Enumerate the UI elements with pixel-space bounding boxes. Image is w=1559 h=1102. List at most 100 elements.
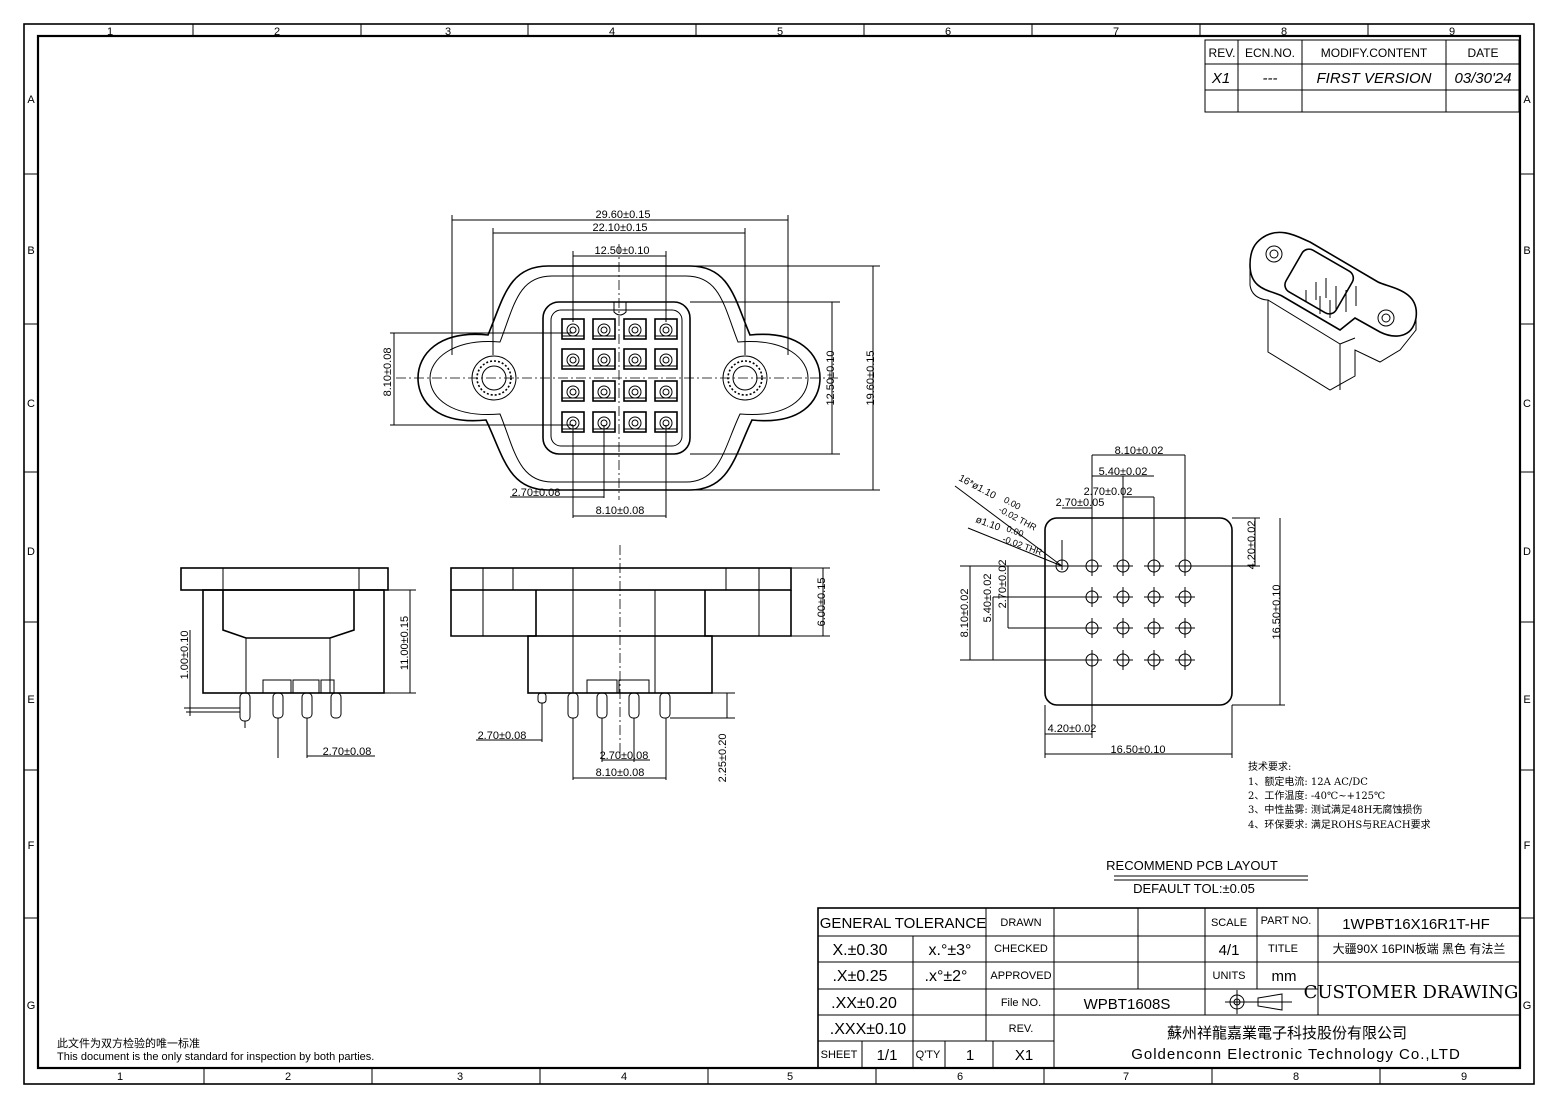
pcb-dim-5-40-left: 5.40±0.02 — [982, 574, 994, 623]
pin-cell — [592, 318, 616, 340]
zone-bottom-1: 1 — [117, 1071, 123, 1083]
tech-requirements: 技术要求: 1、额定电流: 12A AC/DC 2、工作温度: -40℃~+12… — [1248, 760, 1431, 831]
tol-row-1-left: X.±0.30 — [832, 942, 887, 959]
revision-table: REV. ECN.NO. MODIFY.CONTENT DATE X1 --- … — [1204, 39, 1520, 113]
label-sheet: SHEET — [821, 1049, 858, 1061]
rev-header-ecn: ECN.NO. — [1245, 46, 1295, 60]
label-qty: Q'TY — [916, 1049, 941, 1061]
side-view-right: 6.00±0.15 2.70±0.08 2.70±0.08 8.10±0.08 … — [450, 545, 830, 783]
isometric-view — [1249, 231, 1417, 391]
pin-cell — [623, 348, 647, 370]
zone-top-8: 8 — [1281, 26, 1287, 38]
value-part-no: 1WPBT16X16R1T-HF — [1342, 916, 1490, 933]
pcb-dim-8-10-top: 8.10±0.02 — [1115, 445, 1164, 457]
pcb-caption-title: RECOMMEND PCB LAYOUT — [1106, 858, 1278, 873]
tol-row-2-right: .x°±2° — [925, 968, 968, 985]
side-view-left: 1.00±0.10 11.00±0.15 2.70±0.08 — [179, 567, 416, 758]
zone-ticks — [24, 24, 1534, 1084]
rev-header-content: MODIFY.CONTENT — [1321, 46, 1428, 60]
zone-bottom-8: 8 — [1293, 1071, 1299, 1083]
zone-right-B: B — [1523, 245, 1530, 257]
dim-6-00: 6.00±0.15 — [816, 578, 828, 627]
label-drawn: DRAWN — [1000, 917, 1041, 929]
pcb-dim-2-70-left: 2.70±0.02 — [997, 560, 1009, 609]
dim-2-70: 2.70±0.08 — [512, 487, 561, 499]
zone-left-F: F — [28, 840, 35, 852]
value-sheet: 1/1 — [877, 1047, 898, 1064]
disclaimer-en: This document is the only standard for i… — [57, 1051, 374, 1063]
pin-cell — [654, 348, 678, 370]
projection-symbol-icon — [1225, 990, 1292, 1014]
value-scale: 4/1 — [1219, 942, 1240, 959]
tech-item-2: 2、工作温度: -40℃~+125℃ — [1248, 789, 1385, 802]
dim-29-60: 29.60±0.15 — [596, 209, 651, 221]
zone-top-5: 5 — [777, 26, 783, 38]
pcb-caption-tolerance: DEFAULT TOL:±0.05 — [1133, 881, 1255, 896]
zone-top-3: 3 — [445, 26, 451, 38]
front-view: 29.60±0.15 22.10±0.15 12.50±0.10 8.10±0.… — [382, 209, 880, 518]
rev-header-date: DATE — [1467, 46, 1498, 60]
tol-row-2-left: .X±0.25 — [832, 968, 887, 985]
dim-1-00: 1.00±0.10 — [179, 631, 191, 680]
pcb-dim-2-70-05: 2.70±0.05 — [1056, 497, 1105, 509]
title-block: GENERAL TOLERANCE X.±0.30 x.°±3° .X±0.25… — [817, 907, 1521, 1069]
zone-bottom-4: 4 — [621, 1071, 627, 1083]
pcb-dim-5-40-top: 5.40±0.02 — [1099, 466, 1148, 478]
zone-left-A: A — [27, 94, 35, 106]
pcb-dim-16-50-h: 16.50±0.10 — [1111, 744, 1166, 756]
zone-right-C: C — [1523, 398, 1531, 410]
zone-left-B: B — [27, 245, 34, 257]
zone-right-G: G — [1523, 1000, 1532, 1012]
hole-callout-16: 16*ø1.10 — [957, 473, 998, 502]
dim-8-10-h: 8.10±0.08 — [596, 505, 645, 517]
label-units: UNITS — [1213, 970, 1246, 982]
zone-bottom-7: 7 — [1123, 1071, 1129, 1083]
pin-cell — [592, 348, 616, 370]
zone-top-2: 2 — [274, 26, 280, 38]
pin-cell — [623, 380, 647, 402]
tol-row-3-left: .XX±0.20 — [831, 995, 897, 1012]
label-approved: APPROVED — [990, 970, 1051, 982]
pcb-layout-view: 8.10±0.02 5.40±0.02 2.70±0.02 2.70±0.05 … — [954, 445, 1285, 758]
pin-cell — [623, 318, 647, 340]
rev-row-ecn: --- — [1263, 70, 1278, 87]
dim-2-70-r1: 2.70±0.08 — [478, 730, 527, 742]
zone-bottom-2: 2 — [285, 1071, 291, 1083]
value-file-no: WPBT1608S — [1084, 996, 1171, 1013]
label-scale: SCALE — [1211, 917, 1247, 929]
dim-2-70-left: 2.70±0.08 — [323, 746, 372, 758]
zone-bottom-9: 9 — [1461, 1071, 1467, 1083]
disclaimer-zh: 此文件为双方检验的唯一标准 — [57, 1036, 200, 1050]
value-units: mm — [1272, 968, 1297, 985]
pcb-dim-4-20-bottom: 4.20±0.02 — [1048, 723, 1097, 735]
label-title: TITLE — [1268, 943, 1298, 955]
dim-8-10-v: 8.10±0.08 — [382, 348, 394, 397]
pcb-dim-16-50-v: 16.50±0.10 — [1271, 585, 1283, 640]
value-title: 大疆90X 16PIN板端 黑色 有法兰 — [1333, 942, 1506, 956]
company-name-zh: 蘇州祥龍嘉業電子科技股份有限公司 — [1167, 1025, 1407, 1042]
dim-22-10: 22.10±0.15 — [593, 222, 648, 234]
rev-row-date: 03/30'24 — [1454, 70, 1511, 87]
value-rev: X1 — [1015, 1047, 1033, 1064]
label-rev: REV. — [1009, 1023, 1034, 1035]
rev-row-content: FIRST VERSION — [1316, 70, 1431, 87]
zone-right-F: F — [1524, 840, 1531, 852]
zone-top-6: 6 — [945, 26, 951, 38]
pcb-dim-4-20-right: 4.20±0.02 — [1246, 521, 1258, 570]
dim-8-10-r: 8.10±0.08 — [596, 767, 645, 779]
inner-border — [36, 34, 1522, 1070]
dim-12-50-v: 12.50±0.10 — [825, 351, 837, 406]
dim-11-00: 11.00±0.15 — [399, 616, 411, 670]
pcb-dim-8-10-left: 8.10±0.02 — [959, 589, 971, 638]
zone-bottom-6: 6 — [957, 1071, 963, 1083]
zone-top-7: 7 — [1113, 26, 1119, 38]
rev-header-rev: REV. — [1209, 46, 1236, 60]
dim-12-50-h: 12.50±0.10 — [595, 245, 650, 257]
zone-right-A: A — [1523, 94, 1531, 106]
dim-2-25: 2.25±0.20 — [717, 734, 729, 783]
zone-right-E: E — [1523, 694, 1530, 706]
customer-drawing-label: CUSTOMER DRAWING — [1304, 982, 1519, 1003]
company-name-en: Goldenconn Electronic Technology Co.,LTD — [1131, 1046, 1461, 1063]
zone-right-D: D — [1523, 546, 1531, 558]
tech-item-4: 4、环保要求: 满足ROHS与REACH要求 — [1248, 818, 1431, 831]
